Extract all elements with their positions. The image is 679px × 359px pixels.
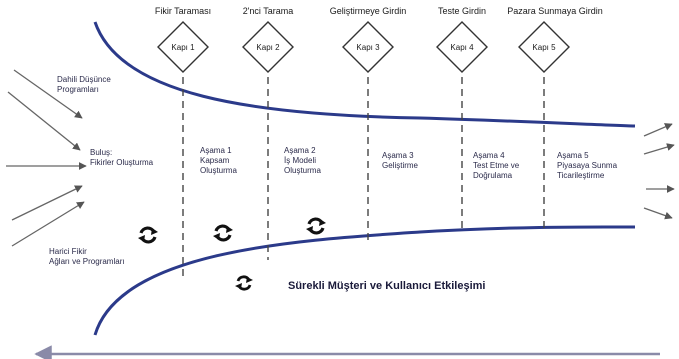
gate-1: Fikir Taraması Kapı 1	[155, 6, 211, 73]
stage-1-label: Aşama 1 Kapsam Oluşturma	[200, 146, 237, 175]
customer-interaction-caption: Sürekli Müşteri ve Kullanıcı Etkileşimi	[288, 280, 485, 292]
gate-4-label: Kapı 4	[450, 43, 474, 52]
gate-2: 2'nci Tarama Kapı 2	[242, 6, 294, 73]
input-arrow-5	[11, 201, 85, 247]
funnel-bottom-curve	[93, 225, 636, 336]
gate-4: Teste Girdin Kapı 4	[436, 6, 488, 73]
gate-3: Geliştirmeye Girdin Kapı 3	[330, 6, 407, 73]
input-arrow-2	[7, 91, 81, 151]
gate-4-diamond	[436, 21, 488, 73]
stage-3-label: Aşama 3 Geliştirme	[382, 151, 419, 170]
input-arrow-4	[11, 185, 83, 221]
gate-3-label: Kapı 3	[356, 43, 380, 52]
output-arrow-2	[643, 143, 675, 155]
gate-1-label: Kapı 1	[171, 43, 195, 52]
cycle-icon	[213, 224, 233, 242]
output-arrow-4	[643, 207, 673, 220]
gate-5: Pazara Sunmaya Girdin Kapı 5	[507, 6, 603, 73]
stage-0-label: Buluş: Fikirler Oluşturma	[90, 148, 154, 167]
input-arrow-1	[13, 69, 83, 119]
gate-2-diamond	[242, 21, 294, 73]
funnel-top-curve	[93, 21, 636, 128]
gate-5-diamond	[518, 21, 570, 73]
cycle-icon	[235, 275, 253, 291]
gate-2-label: Kapı 2	[256, 43, 280, 52]
gate-2-title: 2'nci Tarama	[243, 6, 294, 16]
stage-5-label: Aşama 5 Piyasaya Sunma Ticarileştirme	[557, 151, 619, 180]
gate-4-title: Teste Girdin	[438, 6, 486, 16]
external-input-label: Harici Fikir Ağları ve Programları	[49, 247, 125, 266]
stage-2-label: Aşama 2 İş Modeli Oluşturma	[284, 146, 321, 175]
gate-1-title: Fikir Taraması	[155, 6, 211, 16]
gate-3-title: Geliştirmeye Girdin	[330, 6, 407, 16]
gate-3-diamond	[342, 21, 394, 73]
gate-5-label: Kapı 5	[532, 43, 556, 52]
output-arrow-1	[643, 123, 673, 137]
stage-4-label: Aşama 4 Test Etme ve Doğrulama	[473, 151, 521, 180]
internal-input-label: Dahili Düşünce Programları	[57, 75, 113, 94]
gate-5-title: Pazara Sunmaya Girdin	[507, 6, 603, 16]
cycle-icon	[138, 226, 158, 244]
gate-1-diamond	[157, 21, 209, 73]
cycle-icon	[306, 217, 326, 235]
